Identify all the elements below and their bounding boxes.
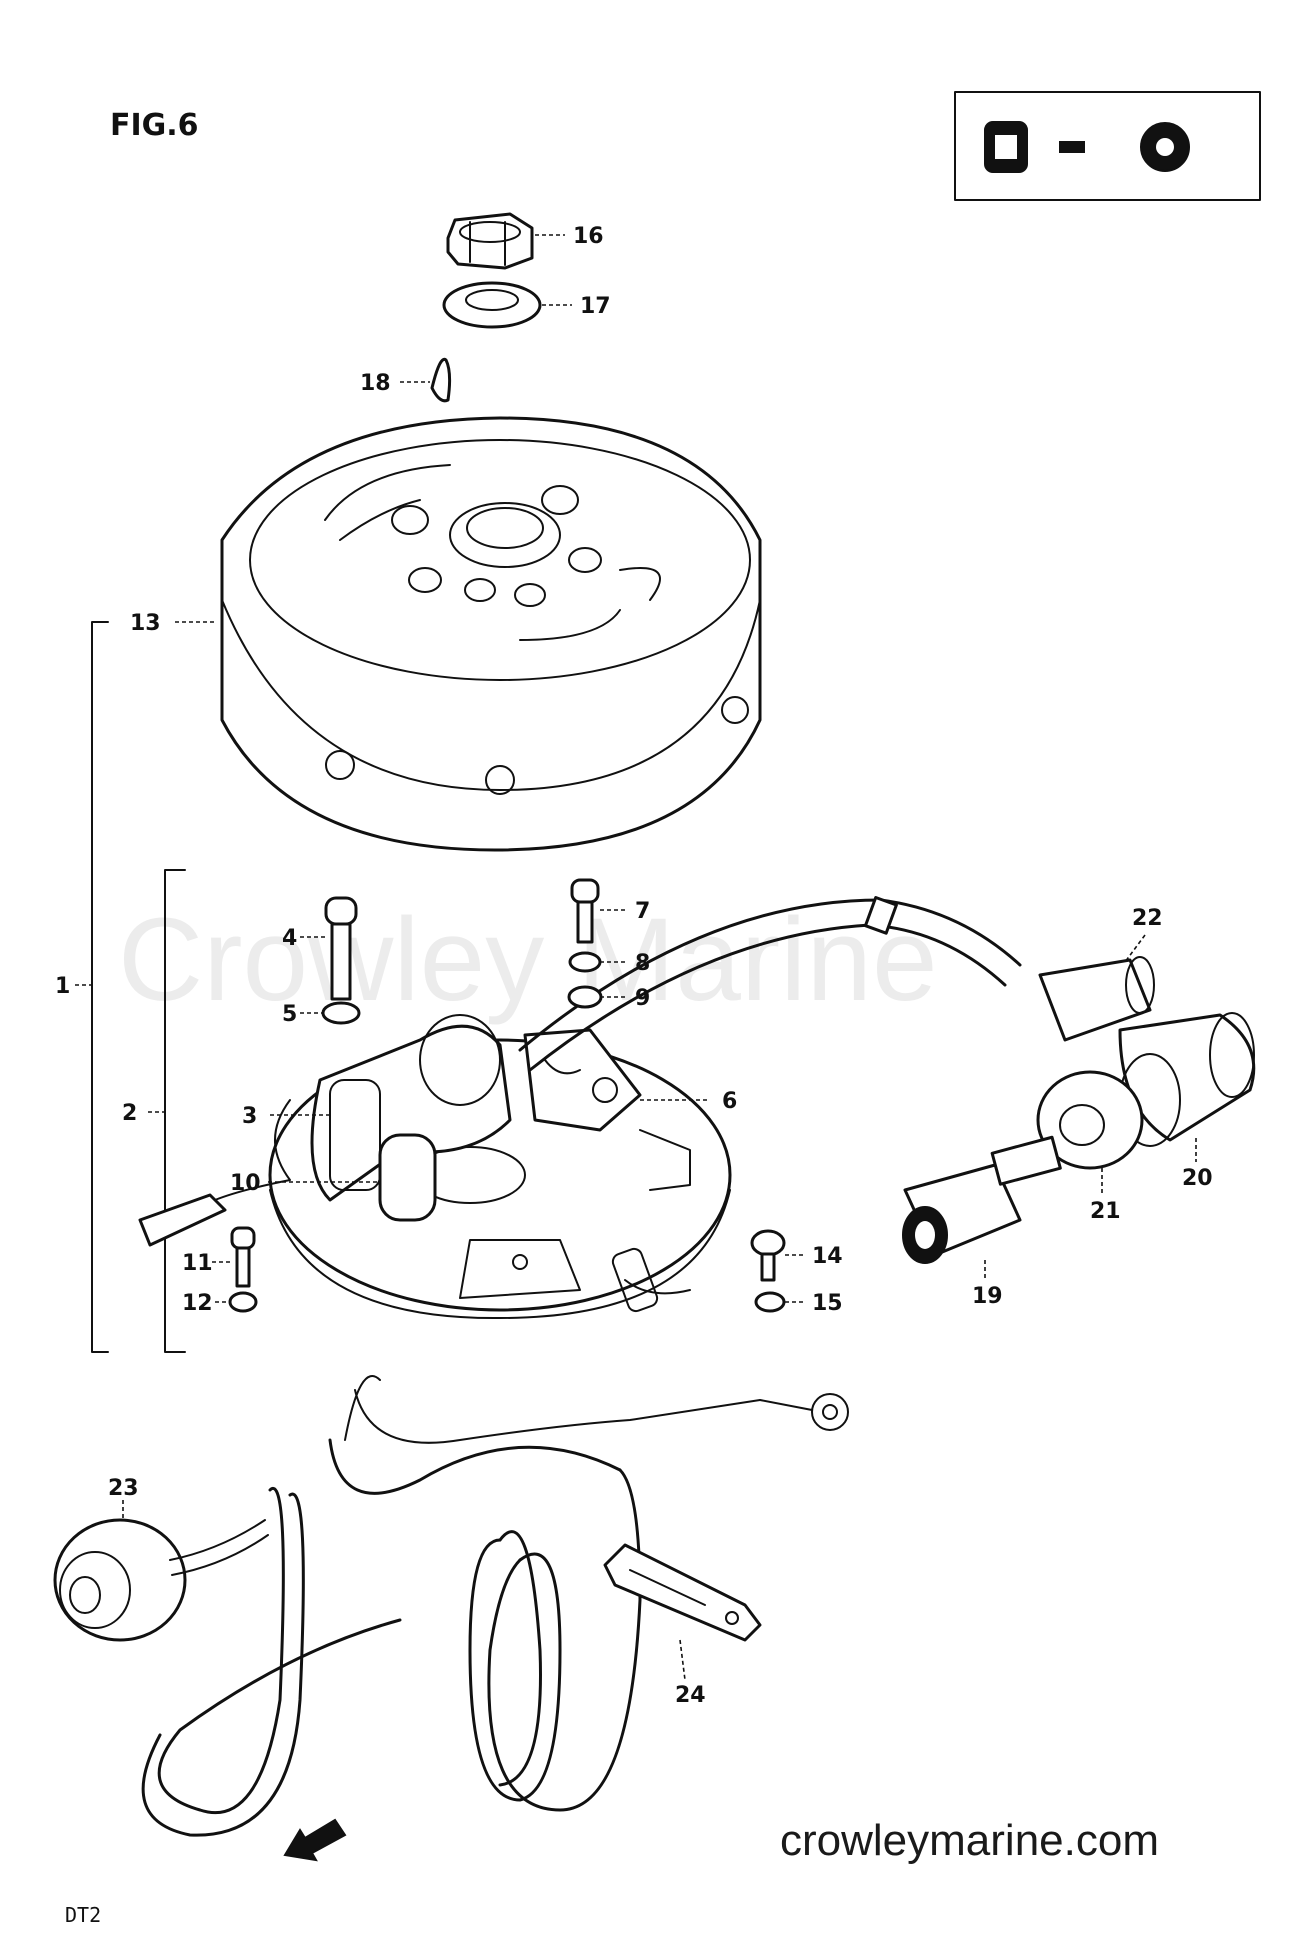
part-label-14: 14 — [812, 1244, 843, 1269]
breaker-6 — [523, 1028, 642, 1132]
spark-plug-19 — [902, 1135, 1062, 1264]
fwd-arrow-icon — [283, 1818, 347, 1862]
part-label-8: 8 — [635, 951, 650, 976]
washer-17 — [442, 281, 542, 329]
part-label-4: 4 — [282, 926, 297, 951]
screw-14 — [750, 1229, 786, 1282]
clamp-24 — [603, 1543, 762, 1642]
part-label-13: 13 — [130, 611, 161, 636]
assembly-bracket-2 — [164, 869, 186, 1353]
plug-cap-20 — [1118, 1012, 1256, 1147]
part-label-1: 1 — [55, 974, 70, 999]
part-label-22: 22 — [1132, 906, 1163, 931]
part-label-12: 12 — [182, 1291, 213, 1316]
condenser-10 — [378, 1133, 437, 1222]
part-label-24: 24 — [675, 1683, 706, 1708]
part-label-3: 3 — [242, 1104, 257, 1129]
part-label-21: 21 — [1090, 1199, 1121, 1224]
washer-5 — [321, 1001, 361, 1025]
figure-title: FIG.6 — [110, 108, 199, 143]
primary-lead-wire — [138, 1099, 291, 1247]
part-label-19: 19 — [972, 1284, 1003, 1309]
part-label-16: 16 — [573, 224, 604, 249]
flywheel-13 — [220, 416, 762, 852]
part-label-20: 20 — [1182, 1166, 1213, 1191]
part-label-11: 11 — [182, 1251, 213, 1276]
part-label-17: 17 — [580, 294, 611, 319]
part-label-15: 15 — [812, 1291, 843, 1316]
leader-lines — [75, 234, 1197, 1681]
watermark: Crowley Marine — [118, 894, 938, 1026]
part-label-5: 5 — [282, 1002, 297, 1027]
part-label-18: 18 — [360, 371, 391, 396]
nut-16 — [446, 212, 534, 270]
washer-9 — [567, 985, 603, 1009]
part-label-7: 7 — [635, 899, 650, 924]
washer-15 — [754, 1291, 786, 1313]
washer-12 — [228, 1291, 258, 1313]
high-tension-lead — [518, 895, 1022, 1072]
screw-4 — [324, 896, 358, 1001]
washer-8 — [568, 951, 602, 973]
legend-box-icon — [954, 91, 1261, 201]
part-label-9: 9 — [635, 986, 650, 1011]
boot-21 — [1036, 1070, 1144, 1170]
website-url: crowleymarine.com — [780, 1816, 1159, 1865]
screw-7 — [570, 878, 600, 944]
part-labels: 16 17 18 13 1 2 3 4 5 7 8 9 6 10 11 12 1… — [55, 224, 1213, 1708]
assembly-bracket-1 — [91, 621, 109, 1353]
part-label-2: 2 — [122, 1101, 137, 1126]
stop-switch-23 — [53, 1518, 269, 1642]
part-label-23: 23 — [108, 1476, 139, 1501]
ignition-coil-3 — [310, 1014, 512, 1202]
part-label-6: 6 — [722, 1089, 737, 1114]
model-code: DT2 — [65, 1903, 101, 1927]
screw-11 — [230, 1226, 256, 1288]
cap-22 — [1038, 956, 1155, 1042]
part-label-10: 10 — [230, 1171, 261, 1196]
key-18 — [430, 357, 452, 403]
